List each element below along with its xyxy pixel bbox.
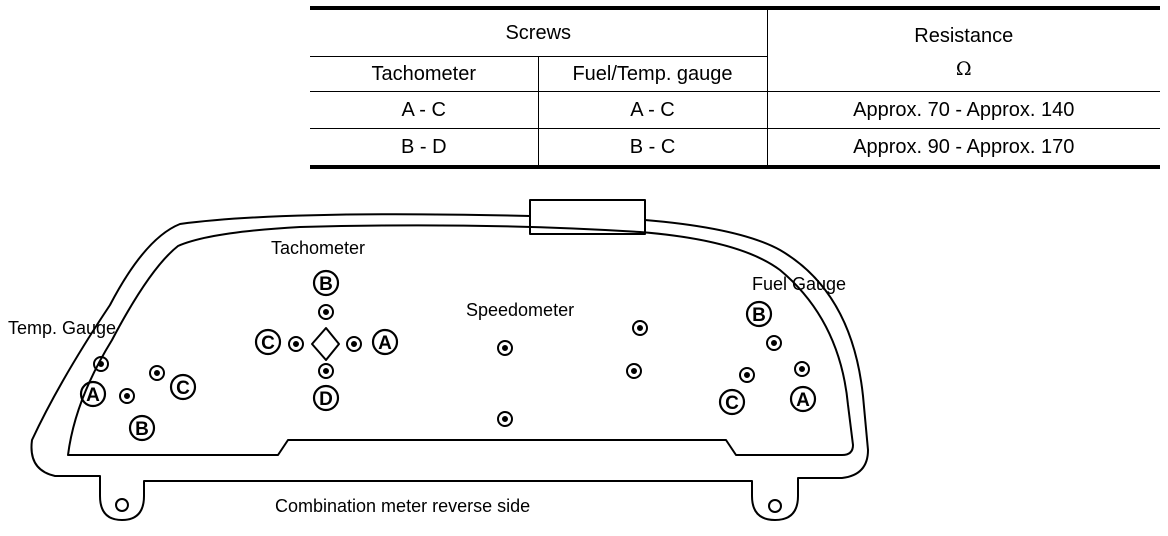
- fuel-temp-cell: A - C: [537, 91, 768, 129]
- temp-gauge-terminal-b: B: [135, 419, 149, 440]
- table-row: B - D B - C Approx. 90 - Approx. 170: [310, 128, 1161, 167]
- screw-icon: [318, 363, 334, 379]
- screws-header: Screws: [310, 8, 768, 57]
- resistance-header-label: Resistance: [914, 25, 1014, 47]
- fuel-gauge-label: Fuel Gauge: [752, 274, 846, 294]
- speedometer-label: Speedometer: [466, 300, 574, 320]
- temp-gauge-label: Temp. Gauge: [8, 318, 116, 338]
- meter-housing-outline: [30, 199, 869, 521]
- resistance-header: Resistance Ω: [766, 8, 1161, 92]
- tachometer-cell: B - D: [310, 128, 539, 167]
- table-row: A - C A - C Approx. 70 - Approx. 140: [310, 91, 1161, 129]
- tachometer-cell: A - C: [310, 91, 539, 129]
- resistance-unit: Ω: [955, 58, 972, 80]
- temp-gauge-terminal-c: C: [176, 378, 190, 399]
- screw-icon: [119, 388, 135, 404]
- diagram-caption: Combination meter reverse side: [275, 496, 530, 516]
- mounting-hole-right: [768, 499, 782, 513]
- fuel-temp-column-header: Fuel/Temp. gauge: [537, 56, 768, 92]
- screw-icon: [794, 361, 810, 377]
- fuel-temp-cell: B - C: [537, 128, 768, 167]
- meter-connector: [529, 200, 646, 235]
- tachometer-label: Tachometer: [271, 238, 365, 258]
- tachometer-terminal-b: B: [319, 274, 333, 295]
- meter-panel-outline: [67, 224, 854, 456]
- resistance-spec-table: Screws Resistance Ω Tachometer Fuel/Temp…: [310, 6, 1161, 169]
- temp-gauge-terminal-a: A: [86, 385, 100, 406]
- screw-icon: [632, 320, 648, 336]
- resistance-cell: Approx. 90 - Approx. 170: [766, 128, 1161, 167]
- screws: [93, 304, 810, 427]
- fuel-gauge-terminal-a: A: [796, 390, 810, 411]
- screw-icon: [739, 367, 755, 383]
- screw-icon: [346, 336, 362, 352]
- resistance-cell: Approx. 70 - Approx. 140: [766, 91, 1161, 129]
- screw-icon: [626, 363, 642, 379]
- screw-icon: [149, 365, 165, 381]
- screw-icon: [318, 304, 334, 320]
- screw-icon: [497, 340, 513, 356]
- fuel-gauge-terminal-b: B: [752, 305, 766, 326]
- screw-icon: [93, 356, 109, 372]
- fuel-gauge-terminal-c: C: [725, 393, 739, 414]
- screw-icon: [288, 336, 304, 352]
- screw-icon: [766, 335, 782, 351]
- tachometer-terminal-a: A: [378, 333, 392, 354]
- tachometer-center-diamond: [311, 327, 340, 361]
- tachometer-terminal-c: C: [261, 333, 275, 354]
- tachometer-terminal-d: D: [319, 389, 333, 410]
- screw-icon: [497, 411, 513, 427]
- mounting-hole-left: [115, 498, 129, 512]
